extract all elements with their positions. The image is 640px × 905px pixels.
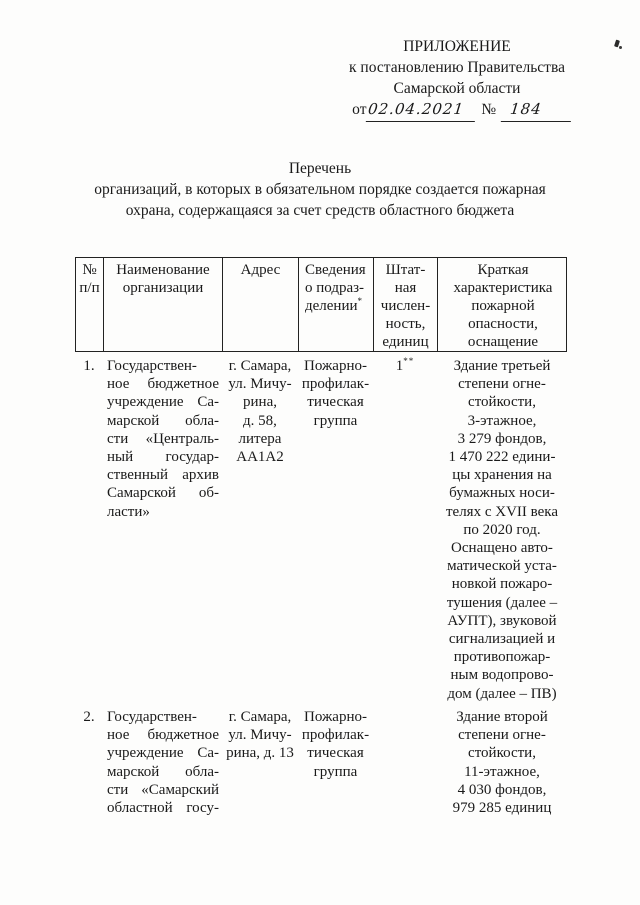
fire-description-cell: Здание третьей степени огне- стойкости, …: [445, 358, 559, 702]
handwritten-date: 02.04.2021: [365, 99, 477, 122]
header-cell-unit-info-last-line: делении*: [305, 296, 364, 315]
scan-artifact: [619, 46, 622, 49]
footnote-marker: *: [357, 296, 364, 306]
appendix-header: ПРИЛОЖЕНИЕ к постановлению Правительства…: [338, 36, 576, 122]
header-cell-address: Адрес: [223, 258, 299, 351]
row-number-cell: 1.: [83, 358, 95, 374]
number-sign: №: [481, 101, 497, 118]
table-row: 2. Государствен- ное бюджетное учреждени…: [75, 703, 567, 817]
table-row: 1. Государствен- ное бюджетное учреждени…: [75, 352, 567, 703]
table-header-row: № п/п Наименование организации Адрес Све…: [75, 257, 567, 352]
header-cell-unit-info: Сведения о подраз- делении*: [299, 258, 374, 351]
header-cell-row-number: № п/п: [76, 258, 104, 351]
row-number-cell: 2.: [83, 709, 95, 725]
fire-description-cell: Здание второй степени огне- стойкости, 1…: [452, 709, 552, 817]
address-cell: г. Самара, ул. Мичу- рина, д. 58, литера…: [228, 358, 292, 466]
header-cell-staff-count: Штат- ная числен- ность, единиц: [374, 258, 438, 351]
staff-count-cell: [373, 703, 437, 817]
appendix-header-lines: ПРИЛОЖЕНИЕ к постановлению Правительства…: [349, 38, 565, 97]
organization-name-cell: Государствен- ное бюджетное учреждение С…: [107, 709, 219, 817]
header-cell-fire-description: Краткая характеристика пожарной опасност…: [453, 262, 553, 350]
footnote-marker: **: [403, 356, 415, 366]
organization-name-cell: Государствен- ное бюджетное учреждение С…: [107, 358, 219, 520]
organizations-table: № п/п Наименование организации Адрес Све…: [75, 257, 567, 817]
unit-info-cell: Пожарно- профилак- тическая группа: [301, 709, 370, 780]
handwritten-number: 184: [500, 99, 574, 122]
address-cell: г. Самара, ул. Мичу- рина, д. 13: [226, 709, 294, 762]
header-cell-unit-info-lines: Сведения о подраз-: [305, 262, 366, 296]
date-prefix: от: [352, 101, 367, 118]
unit-info-cell: Пожарно- профилак- тическая группа: [301, 358, 370, 429]
document-title: Перечень организаций, в которых в обязат…: [94, 160, 546, 219]
header-cell-organization-name: Наименование организации: [104, 258, 223, 351]
staff-count-cell: 1**: [395, 356, 415, 375]
